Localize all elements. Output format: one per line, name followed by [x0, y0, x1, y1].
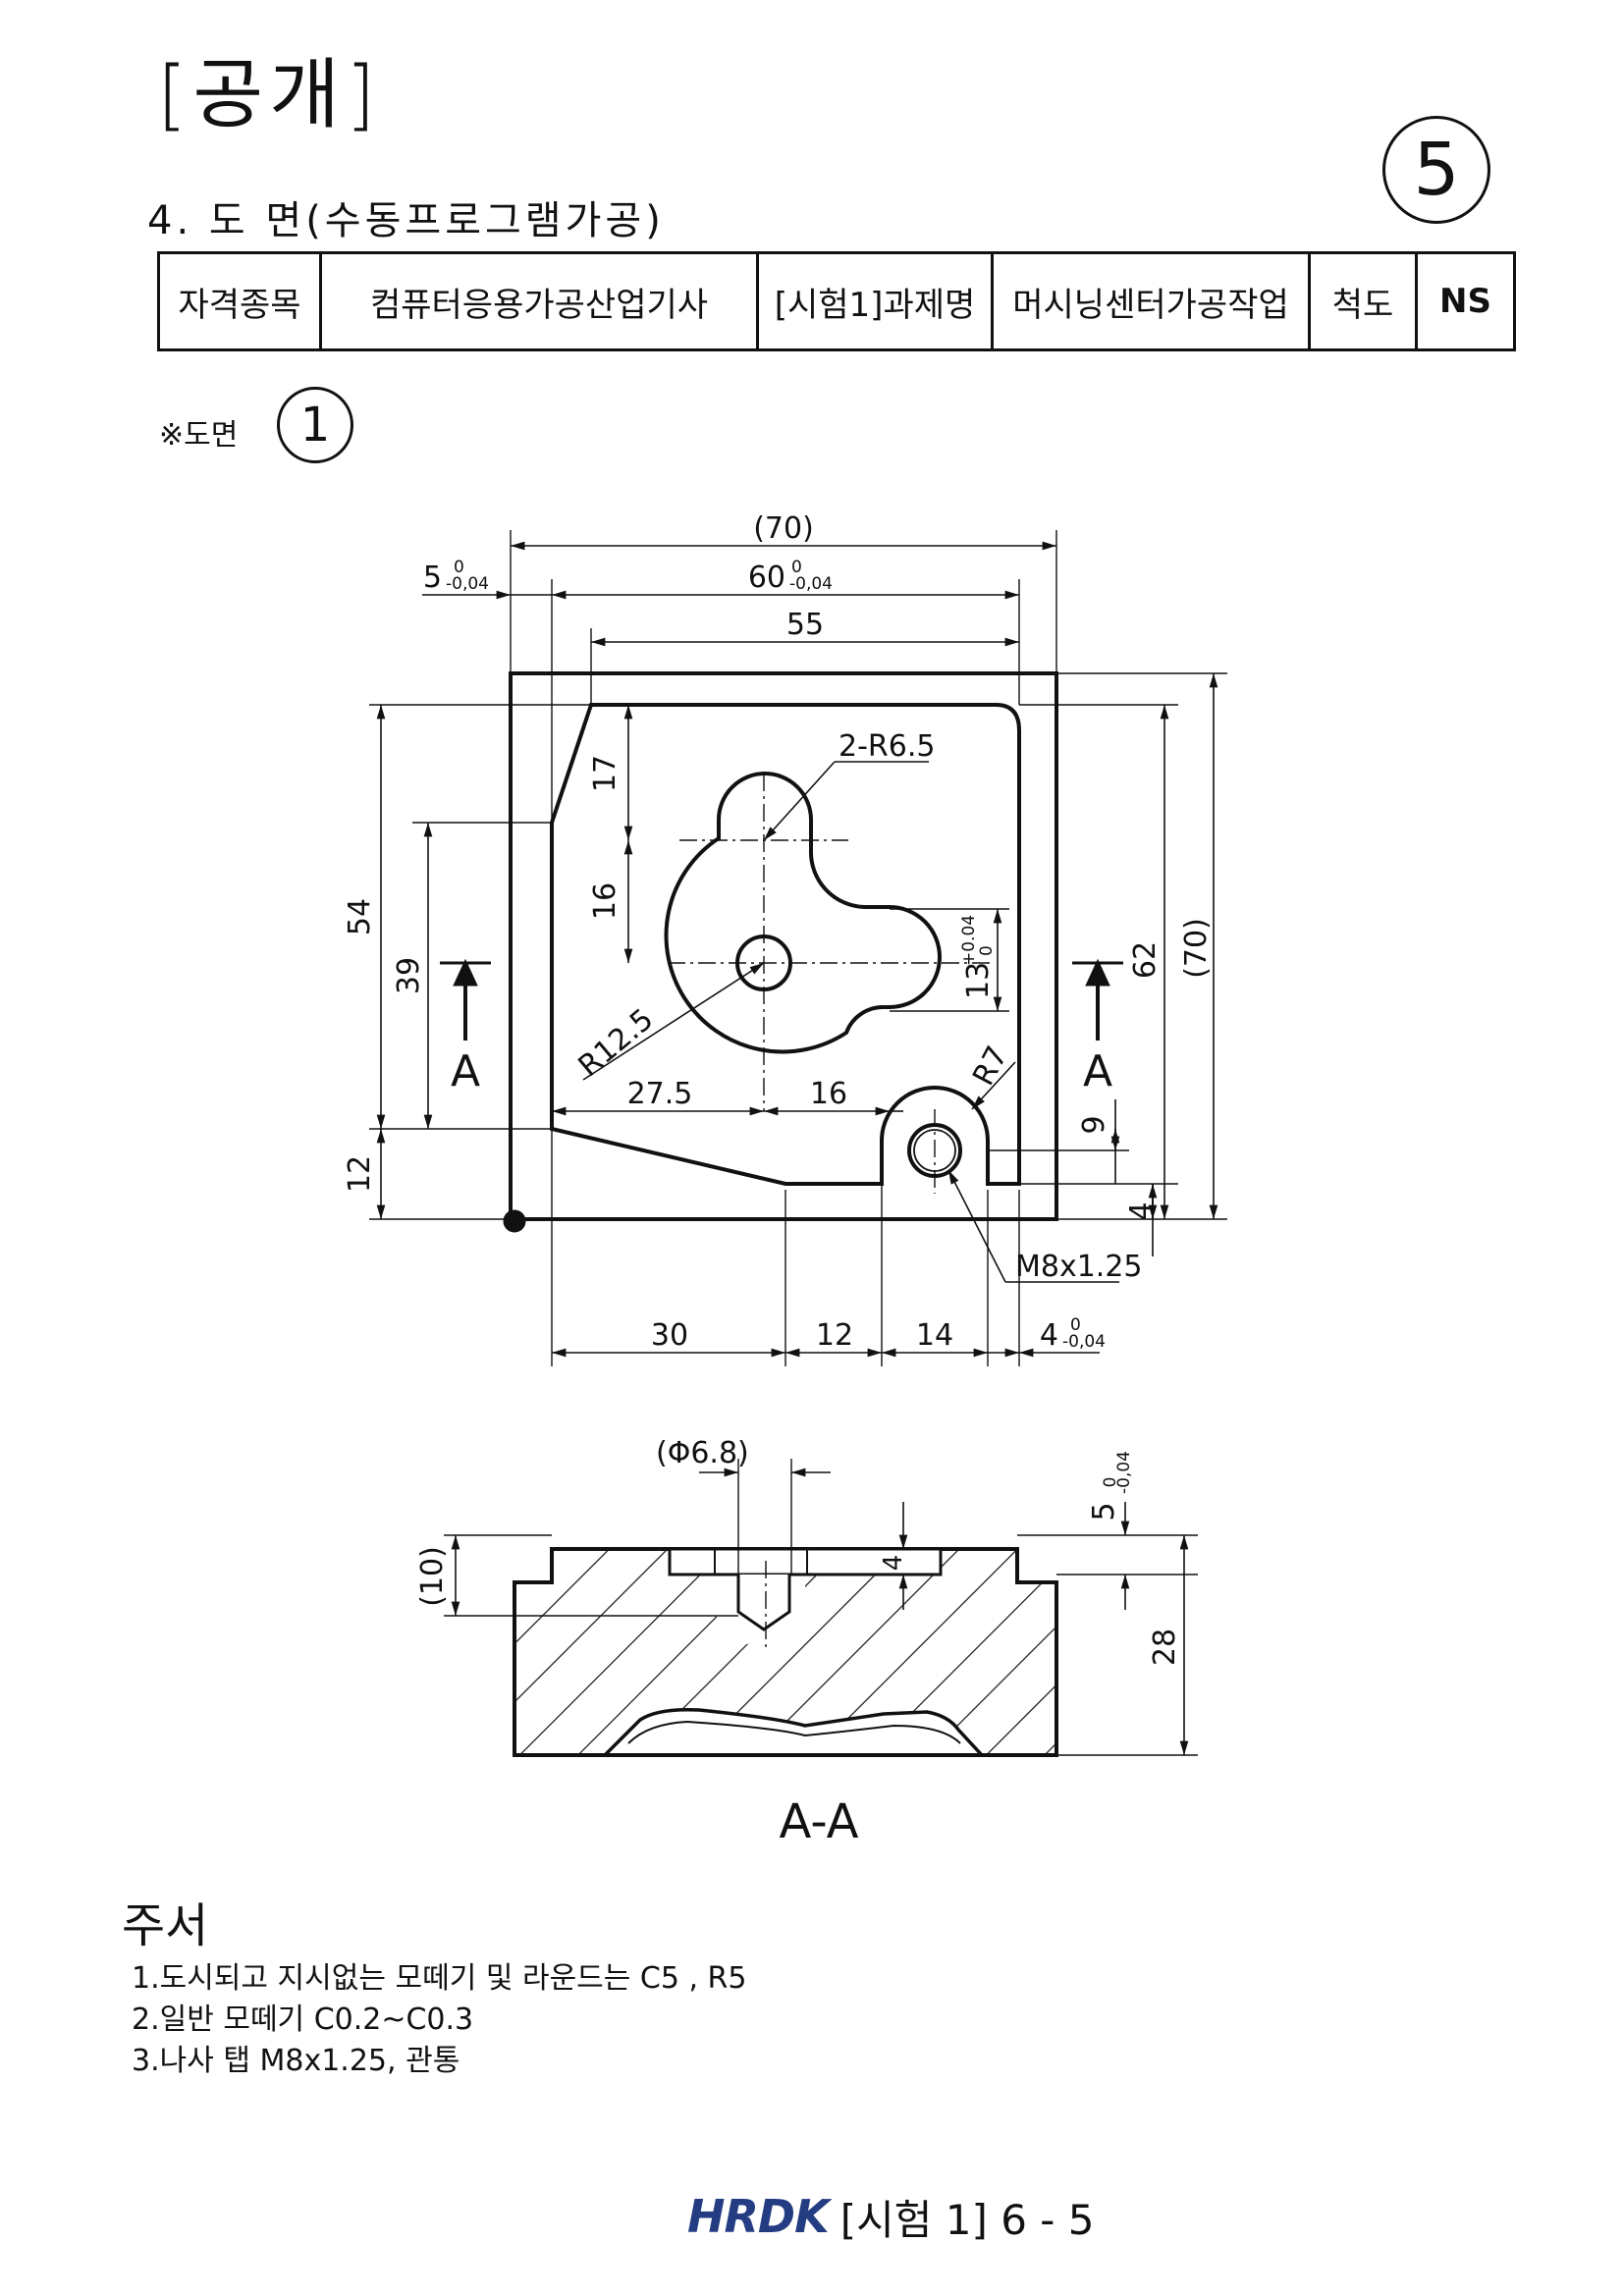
dim-60-tol-up: 0	[791, 558, 802, 577]
section-title: 4. 도 면(수동프로그램가공)	[147, 198, 665, 243]
dim-60: 60	[748, 561, 785, 595]
info-cell-label-task: [시험1]과제명	[756, 251, 994, 351]
dim-39: 39	[392, 957, 426, 994]
dim-70-right: (70)	[1179, 918, 1214, 979]
footer-page-number: [시험 1] 6 - 5	[839, 2195, 1095, 2244]
section-extension-lines	[444, 1459, 1198, 1756]
plan-view	[369, 530, 1227, 1366]
dim-r7: R7	[966, 1041, 1015, 1092]
boss-guide	[671, 773, 941, 1051]
dim-30: 30	[651, 1318, 688, 1353]
section-dimension-text: (Φ6.8) 5 0 -0,04 4 (10) 28 A-A	[415, 1436, 1182, 1849]
info-cell-label-qualification: 자격종목	[157, 251, 322, 351]
info-cell-task: 머시닝센터가공작업	[991, 251, 1311, 351]
section-outline	[513, 1547, 1058, 1757]
dim-12-bottom: 12	[816, 1318, 853, 1353]
dim-27-5: 27.5	[627, 1077, 693, 1111]
notes-title: 주서	[122, 1898, 209, 1953]
dim-5-section-tol-up: 0	[1101, 1477, 1120, 1488]
stock-outline	[509, 671, 1058, 1221]
page-number-circle: 5	[1382, 116, 1490, 224]
dim-16-vertical: 16	[588, 882, 622, 920]
boss-contour	[664, 772, 942, 1054]
note-item-3: 3.나사 탭 M8x1.25, 관통	[132, 2044, 460, 2078]
dim-14: 14	[916, 1318, 953, 1353]
dim-4-right: 4	[1124, 1201, 1159, 1220]
dim-28: 28	[1148, 1629, 1182, 1666]
dim-r12-5: R12.5	[572, 1002, 661, 1084]
section-hatch	[514, 1549, 1056, 1755]
dim-9: 9	[1077, 1115, 1111, 1134]
section-dimension-lines	[451, 1468, 1189, 1755]
drawing-label: ※도면	[159, 418, 239, 453]
dim-5-section-tol: -0,04	[1114, 1451, 1134, 1494]
section-mark-right: A	[1083, 1046, 1112, 1096]
dim-13-tol-low: 0	[977, 945, 997, 956]
dim-5-tol: -0,04	[446, 574, 489, 594]
boss-guide-2	[719, 768, 890, 909]
pocket-contour	[550, 703, 1021, 1186]
dim-13: 13	[961, 962, 996, 999]
datum-origin-icon	[503, 1209, 526, 1233]
dim-70-top: (70)	[753, 511, 814, 546]
center-hole-section	[736, 1575, 791, 1631]
bottom-relief-inner	[627, 1720, 961, 1744]
page-footer: HRDK [시험 1] 6 - 5	[687, 2189, 1095, 2244]
drawing-number-circle: 1	[277, 387, 353, 463]
extension-lines	[369, 530, 1227, 1366]
dim-10: (10)	[415, 1546, 450, 1607]
info-cell-scale: NS	[1415, 251, 1516, 351]
dim-12-left: 12	[343, 1155, 377, 1193]
section-mark-left: A	[451, 1046, 480, 1096]
info-table: 자격종목 컴퓨터응용가공산업기사 [시험1]과제명 머시닝센터가공작업 척도 N…	[157, 251, 1516, 351]
hrdk-logo: HRDK	[687, 2190, 830, 2243]
dim-phi-6-8: (Φ6.8)	[656, 1436, 749, 1470]
dim-16-horizontal: 16	[810, 1077, 847, 1111]
section-arrows	[440, 958, 1123, 1041]
dim-4-bottom-tol: -0,04	[1062, 1332, 1106, 1352]
info-cell-label-scale: 척도	[1308, 251, 1418, 351]
dim-4-bottom-tol-up: 0	[1070, 1315, 1081, 1335]
dim-r6-5: 2-R6.5	[839, 729, 935, 764]
dim-5-section: 5	[1087, 1502, 1121, 1521]
dim-5: 5	[423, 561, 442, 595]
leader-lines	[582, 761, 1119, 1283]
dim-m8-thread: M8x1.25	[1015, 1250, 1143, 1284]
dim-62: 62	[1128, 941, 1163, 979]
dim-60-tol: -0,04	[789, 574, 833, 594]
note-item-1: 1.도시되고 지시없는 모떼기 및 라운드는 C5 , R5	[132, 1961, 747, 1996]
note-item-2: 2.일반 모떼기 C0.2~C0.3	[132, 2002, 474, 2037]
dim-55: 55	[786, 608, 824, 642]
plan-dimension-text: (70) 60 0 -0,04 5 0 -0,04 55 54 39 12 17…	[343, 511, 1214, 1353]
center-lines	[668, 774, 992, 1194]
dim-5-tol-up: 0	[454, 558, 464, 577]
dim-54: 54	[343, 898, 377, 935]
one-sided-dimensions	[422, 590, 1158, 1358]
bottom-relief-outline	[603, 1707, 984, 1757]
section-caption: A-A	[780, 1794, 859, 1849]
info-cell-qualification: 컴퓨터응용가공산업기사	[319, 251, 759, 351]
dim-17: 17	[588, 755, 622, 792]
dimension-lines	[376, 541, 1218, 1358]
section-view	[444, 1459, 1198, 1757]
page-heading: [공개]	[157, 51, 382, 139]
dim-4-bottom: 4	[1040, 1318, 1058, 1353]
dim-4-section: 4	[879, 1555, 908, 1572]
dim-13-tol-up: +0.04	[959, 915, 979, 966]
